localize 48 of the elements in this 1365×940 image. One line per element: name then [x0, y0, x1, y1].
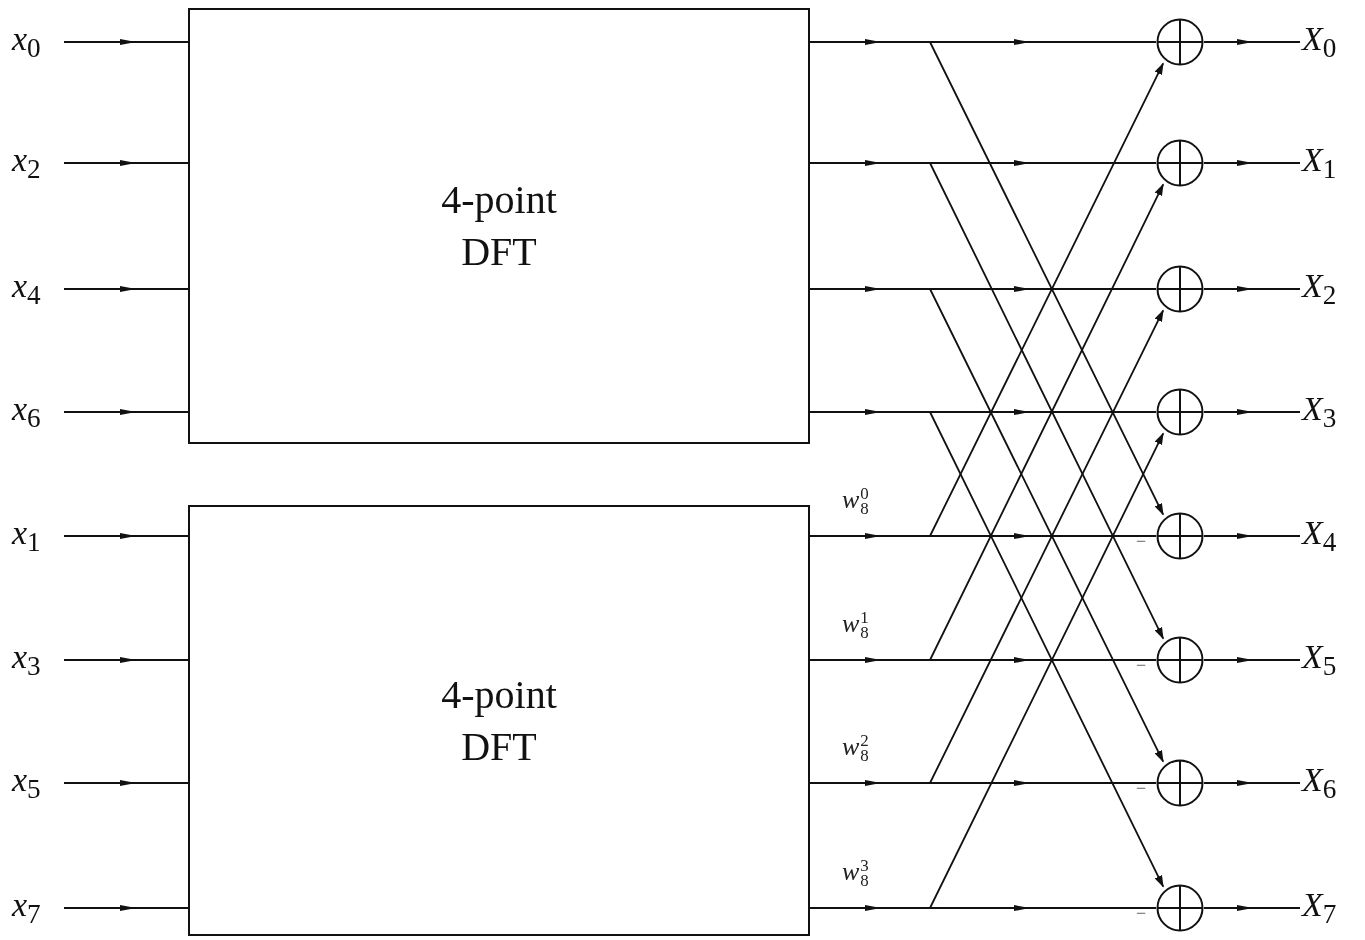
input-label: x$_{1}$	[12, 516, 41, 556]
signal-arrow	[63, 905, 189, 911]
input-label: x$_{3}$	[12, 640, 41, 680]
signal-arrow	[1203, 160, 1301, 166]
output-label: X$_{5}$	[1302, 640, 1337, 680]
input-label: x$_{7}$	[12, 888, 41, 928]
signal-arrow	[1203, 905, 1301, 911]
input-label: x$_{0}$	[12, 22, 41, 62]
adder-symbol	[1156, 512, 1204, 560]
input-label: x$_{2}$	[12, 143, 41, 183]
signal-arrow	[63, 39, 189, 45]
signal-arrow	[63, 409, 189, 415]
adder-symbol	[1156, 884, 1204, 932]
signal-arrow	[1203, 286, 1301, 292]
minus-sign: −	[1136, 904, 1147, 922]
output-label: X$_{3}$	[1302, 392, 1337, 432]
signal-arrow	[63, 657, 189, 663]
input-label: x$_{4}$	[12, 269, 41, 309]
dft-block	[188, 8, 810, 444]
signal-arrow	[63, 286, 189, 292]
adder-symbol	[1156, 636, 1204, 684]
signal-arrow	[1203, 409, 1301, 415]
signal-arrow	[63, 780, 189, 786]
adder-symbol	[1156, 18, 1204, 66]
signal-arrow	[1203, 657, 1301, 663]
dft-block	[188, 505, 810, 936]
block-label: 4-point DFT	[440, 670, 558, 771]
adder-symbol	[1156, 388, 1204, 436]
minus-sign: −	[1136, 779, 1147, 797]
output-label: X$_{4}$	[1302, 516, 1337, 556]
signal-arrow	[1203, 39, 1301, 45]
minus-sign: −	[1136, 532, 1147, 550]
output-label: X$_{2}$	[1302, 269, 1337, 309]
output-label: X$_{1}$	[1302, 143, 1337, 183]
input-label: x$_{5}$	[12, 763, 41, 803]
signal-arrow	[1203, 533, 1301, 539]
signal-arrow	[1203, 780, 1301, 786]
minus-sign: −	[1136, 656, 1147, 674]
adder-symbol	[1156, 139, 1204, 187]
input-label: x$_{6}$	[12, 392, 41, 432]
output-label: X$_{6}$	[1302, 763, 1337, 803]
signal-arrow	[63, 533, 189, 539]
output-label: X$_{7}$	[1302, 888, 1337, 928]
block-label: 4-point DFT	[440, 176, 558, 276]
signal-arrow	[63, 160, 189, 166]
adder-symbol	[1156, 265, 1204, 313]
adder-symbol	[1156, 759, 1204, 807]
output-label: X$_{0}$	[1302, 22, 1337, 62]
